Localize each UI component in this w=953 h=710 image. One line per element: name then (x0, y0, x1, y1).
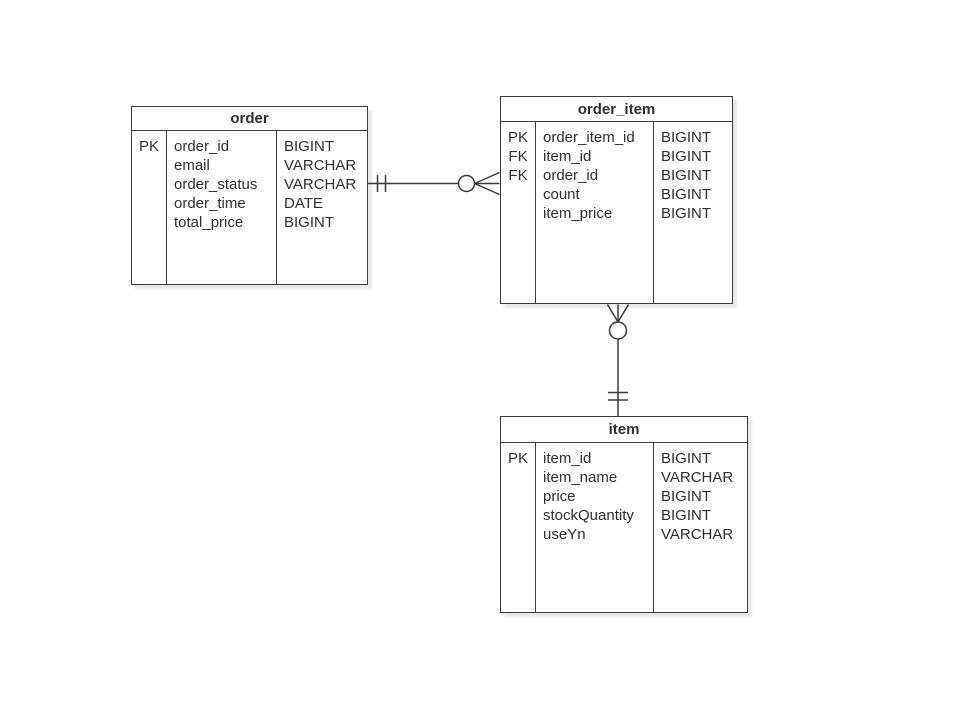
column-key (501, 487, 535, 506)
crow-foot-icon (474, 182, 500, 196)
name-column: order_id email order_status order_time t… (167, 131, 277, 284)
column-name: order_time (174, 195, 246, 212)
entity-order-body: PK order_id email order_status order_tim… (132, 131, 367, 284)
column-key: FK (508, 167, 528, 184)
column-key (501, 468, 535, 487)
entity-order: order PK order_id email order_status ord… (131, 106, 368, 285)
column-type: DATE (284, 195, 323, 212)
column-type: VARCHAR (661, 526, 734, 543)
column-key: PK (138, 138, 159, 155)
column-key: FK (508, 148, 528, 165)
entity-order-item-title: order_item (501, 97, 732, 122)
column-type: BIGINT (661, 488, 712, 505)
column-name: item_price (543, 205, 613, 222)
column-name: item_id (543, 450, 592, 467)
column-key (501, 204, 535, 223)
column-type: BIGINT (661, 205, 712, 222)
column-key (501, 525, 535, 544)
key-column: PK (501, 443, 536, 612)
column-key (501, 506, 535, 525)
entity-item: item PK item_id item_name price stockQua… (500, 416, 748, 613)
column-name: order_id (174, 138, 230, 155)
column-name: order_item_id (543, 129, 635, 146)
column-key (132, 194, 166, 213)
column-type: BIGINT (661, 148, 712, 165)
name-column: item_id item_name price stockQuantity us… (536, 443, 654, 612)
column-type: BIGINT (661, 129, 712, 146)
column-name: order_id (543, 167, 599, 184)
entity-order-title: order (132, 107, 367, 131)
column-name: count (543, 186, 580, 203)
column-type: BIGINT (661, 167, 712, 184)
key-column: PK (132, 131, 167, 284)
column-name: item_name (543, 469, 618, 486)
column-name: email (174, 157, 210, 174)
relationship-order-order_item (368, 171, 500, 196)
relationship-order_item-item (606, 304, 630, 416)
column-name: item_id (543, 148, 592, 165)
column-type: BIGINT (661, 450, 712, 467)
column-key: PK (507, 129, 528, 146)
cardinality-zero-circle-icon (608, 321, 628, 340)
column-key (132, 213, 166, 232)
column-name: total_price (174, 214, 244, 231)
column-type: BIGINT (661, 186, 712, 203)
key-column: PK FK FK (501, 122, 536, 303)
column-name: order_status (174, 176, 258, 193)
column-type: VARCHAR (284, 176, 357, 193)
type-column: BIGINT VARCHAR VARCHAR DATE BIGINT (277, 131, 367, 284)
column-key (501, 185, 535, 204)
crow-foot-icon (617, 304, 630, 323)
cardinality-zero-circle-icon (457, 174, 476, 193)
entity-order-item-body: PK FK FK order_item_id item_id order_id … (501, 122, 732, 303)
entity-item-body: PK item_id item_name price stockQuantity… (501, 443, 747, 612)
column-type: VARCHAR (661, 469, 734, 486)
entity-order-item: order_item PK FK FK order_item_id item_i… (500, 96, 733, 304)
column-key (132, 175, 166, 194)
column-type: BIGINT (284, 214, 335, 231)
type-column: BIGINT VARCHAR BIGINT BIGINT VARCHAR (654, 443, 747, 612)
column-type: VARCHAR (284, 157, 357, 174)
crow-foot-icon (474, 171, 500, 185)
column-name: useYn (543, 526, 586, 543)
column-key: PK (507, 450, 528, 467)
crow-foot-icon (606, 304, 619, 323)
column-name: stockQuantity (543, 507, 634, 524)
column-type: BIGINT (284, 138, 335, 155)
column-name: price (543, 488, 576, 505)
name-column: order_item_id item_id order_id count ite… (536, 122, 654, 303)
column-key (132, 156, 166, 175)
entity-item-title: item (501, 417, 747, 443)
column-type: BIGINT (661, 507, 712, 524)
type-column: BIGINT BIGINT BIGINT BIGINT BIGINT (654, 122, 732, 303)
